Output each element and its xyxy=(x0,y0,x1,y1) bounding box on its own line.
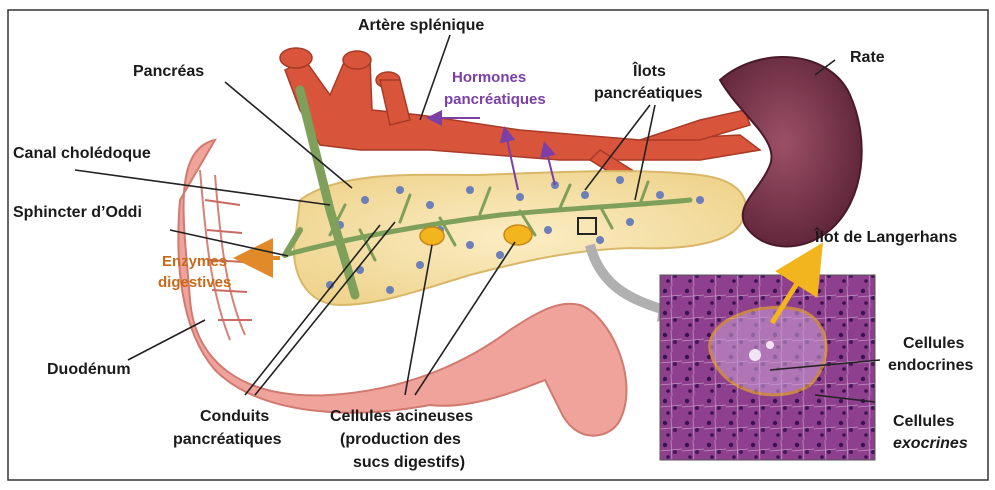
label-conduits-line2: pancréatiques xyxy=(173,430,281,450)
label-ilots-line1: Îlots xyxy=(633,62,666,82)
label-rate: Rate xyxy=(850,48,885,68)
label-enzymes-line2: digestives xyxy=(158,273,231,293)
label-acineuses-line3: sucs digestifs) xyxy=(353,453,465,473)
label-cellules-endocrines-line1: Cellules xyxy=(903,334,964,354)
label-acineuses-line1: Cellules acineuses xyxy=(330,407,473,427)
label-artere-splenique: Artère splénique xyxy=(358,16,484,36)
label-conduits-line1: Conduits xyxy=(200,407,269,427)
label-hormones-line1: Hormones xyxy=(452,68,526,88)
label-cellules-endocrines-line2: endocrines xyxy=(888,356,973,376)
label-hormones-line2: pancréatiques xyxy=(444,90,546,110)
label-enzymes-line1: Enzymes xyxy=(162,252,227,272)
label-cellules-exocrines-line2: exocrines xyxy=(893,434,968,454)
zoom-arrow xyxy=(590,245,665,310)
label-ilots-line2: pancréatiques xyxy=(594,84,702,104)
label-sphincter-oddi: Sphincter d’Oddi xyxy=(13,203,142,223)
label-duodenum: Duodénum xyxy=(47,360,131,380)
histology-inset xyxy=(660,255,875,460)
label-pancreas: Pancréas xyxy=(133,62,204,82)
label-ilot-langerhans: Îlot de Langerhans xyxy=(815,228,957,248)
label-acineuses-line2: (production des xyxy=(340,430,461,450)
exocrines-italic: exocrines xyxy=(893,435,968,452)
label-canal-choledoque: Canal cholédoque xyxy=(13,144,151,164)
label-cellules-exocrines-line1: Cellules xyxy=(893,412,954,432)
